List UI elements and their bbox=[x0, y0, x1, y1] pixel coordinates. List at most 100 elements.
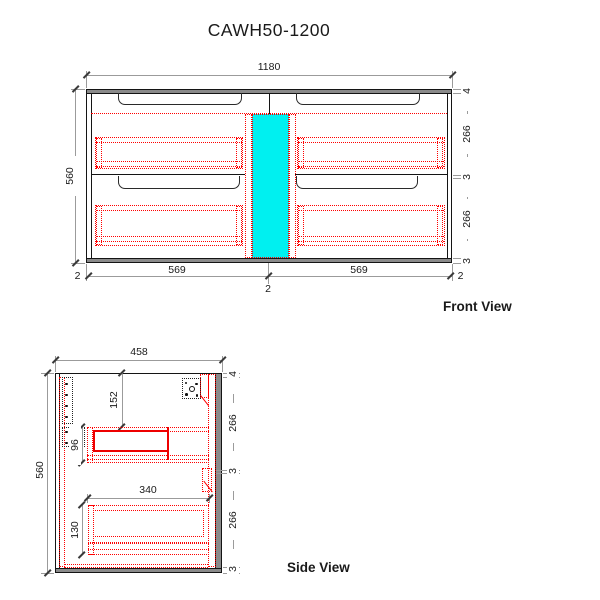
screw-hole bbox=[65, 404, 68, 408]
runner-line bbox=[87, 455, 209, 456]
dim-label: 152 bbox=[108, 380, 120, 420]
dim-label: 130 bbox=[68, 510, 81, 550]
screw-hole bbox=[65, 382, 68, 386]
dimension-line bbox=[121, 373, 123, 427]
screw-hole bbox=[65, 393, 68, 397]
hidden-front-panel-band bbox=[58, 377, 65, 567]
runner-line bbox=[87, 459, 209, 460]
runner-line bbox=[297, 240, 444, 242]
dim-label: 2 bbox=[74, 269, 81, 282]
dimension-line bbox=[81, 427, 83, 463]
handle-recess bbox=[296, 175, 418, 189]
drawer-box-profile bbox=[92, 430, 169, 452]
runner-line bbox=[96, 142, 242, 143]
runner-line bbox=[88, 549, 209, 550]
dim-tick bbox=[446, 272, 454, 280]
runner-line bbox=[297, 161, 444, 162]
hidden-mid-bracket bbox=[201, 468, 212, 492]
handle-recess bbox=[296, 93, 420, 105]
runner-end-cap bbox=[235, 206, 242, 245]
dim-label-height: 560 bbox=[64, 156, 76, 196]
dim-label: 266 bbox=[460, 198, 473, 239]
dim-label: 4 bbox=[227, 354, 239, 394]
dim-label-height: 560 bbox=[34, 450, 46, 490]
hidden-back-panel-band bbox=[208, 374, 216, 567]
dim-label: 3 bbox=[460, 156, 473, 197]
dim-label: 569 bbox=[350, 263, 368, 276]
runner-end-cap bbox=[96, 138, 102, 168]
bottom-panel bbox=[86, 258, 452, 263]
hidden-divider-band bbox=[288, 114, 296, 258]
screw-hole bbox=[65, 415, 68, 419]
dim-label-width: 458 bbox=[130, 346, 148, 358]
runner-line bbox=[297, 142, 444, 143]
screw-hole bbox=[65, 430, 68, 434]
dim-label: 266 bbox=[227, 500, 239, 540]
screw-hole bbox=[195, 394, 199, 397]
extension-line bbox=[221, 356, 223, 372]
screw-hole bbox=[195, 382, 198, 386]
dim-label: 2 bbox=[457, 269, 464, 282]
dimension-line bbox=[47, 373, 48, 573]
wall-bracket bbox=[62, 377, 73, 424]
drawer-runner-hidden bbox=[95, 137, 243, 169]
cam-hole bbox=[188, 385, 195, 392]
side-view-label: Side View bbox=[287, 560, 350, 575]
drawing-title: CAWH50-1200 bbox=[207, 20, 331, 40]
runner-end-cap bbox=[437, 138, 443, 168]
hidden-carcass-line bbox=[91, 113, 447, 114]
runner-line bbox=[96, 210, 242, 211]
runner-line bbox=[96, 240, 242, 242]
dim-label: 2 bbox=[265, 282, 271, 295]
right-panel-inner-line bbox=[447, 94, 448, 258]
runner-end-cap bbox=[235, 138, 242, 168]
dim-label: 3 bbox=[227, 549, 239, 589]
center-divider-highlight bbox=[252, 114, 289, 258]
screw-hole bbox=[184, 381, 188, 385]
runner-end-cap bbox=[297, 138, 304, 168]
extension-line bbox=[85, 71, 87, 88]
dim-label: 266 bbox=[460, 114, 473, 154]
runner-line bbox=[297, 210, 444, 211]
runner-line bbox=[96, 236, 242, 237]
front-view-label: Front View bbox=[443, 299, 512, 314]
extension-line bbox=[85, 264, 87, 281]
dimension-line bbox=[55, 360, 222, 361]
extension-line bbox=[451, 71, 453, 88]
runner-line bbox=[96, 165, 242, 167]
dim-label: 340 bbox=[139, 484, 157, 496]
drawer-box-inner bbox=[93, 510, 204, 537]
hidden-rail-step bbox=[200, 374, 209, 398]
dim-label: 96 bbox=[68, 425, 81, 465]
dim-label-width: 1180 bbox=[257, 61, 281, 73]
dimension-line bbox=[86, 75, 452, 76]
runner-line bbox=[96, 161, 242, 162]
back-bracket bbox=[182, 378, 201, 399]
runner-line bbox=[168, 431, 209, 432]
drawer-runner-hidden bbox=[296, 205, 445, 246]
screw-hole bbox=[65, 441, 68, 445]
runner-end-cap bbox=[88, 505, 94, 555]
handle-recess bbox=[118, 93, 242, 105]
drawer-front-gap-line bbox=[268, 94, 270, 114]
screw-hole bbox=[185, 393, 188, 396]
dimension-line bbox=[87, 498, 209, 499]
dim-label: 4 bbox=[460, 71, 473, 111]
dim-label: 266 bbox=[227, 403, 239, 443]
dimension-line bbox=[81, 505, 83, 555]
dimension-line bbox=[86, 276, 452, 277]
runner-end-cap bbox=[437, 206, 443, 245]
top-panel bbox=[86, 89, 452, 94]
dim-label: 3 bbox=[227, 451, 239, 491]
dim-label: 569 bbox=[168, 263, 186, 276]
mid-rail-line bbox=[91, 174, 245, 175]
extension-line bbox=[71, 88, 85, 90]
runner-end-cap bbox=[96, 206, 102, 245]
left-panel-inner-line bbox=[90, 94, 92, 258]
extension-line bbox=[71, 262, 85, 264]
hidden-bottom-line bbox=[64, 563, 208, 565]
runner-line bbox=[297, 165, 444, 167]
drawer-back-edge bbox=[166, 427, 169, 460]
drawer-runner-hidden bbox=[296, 137, 445, 169]
